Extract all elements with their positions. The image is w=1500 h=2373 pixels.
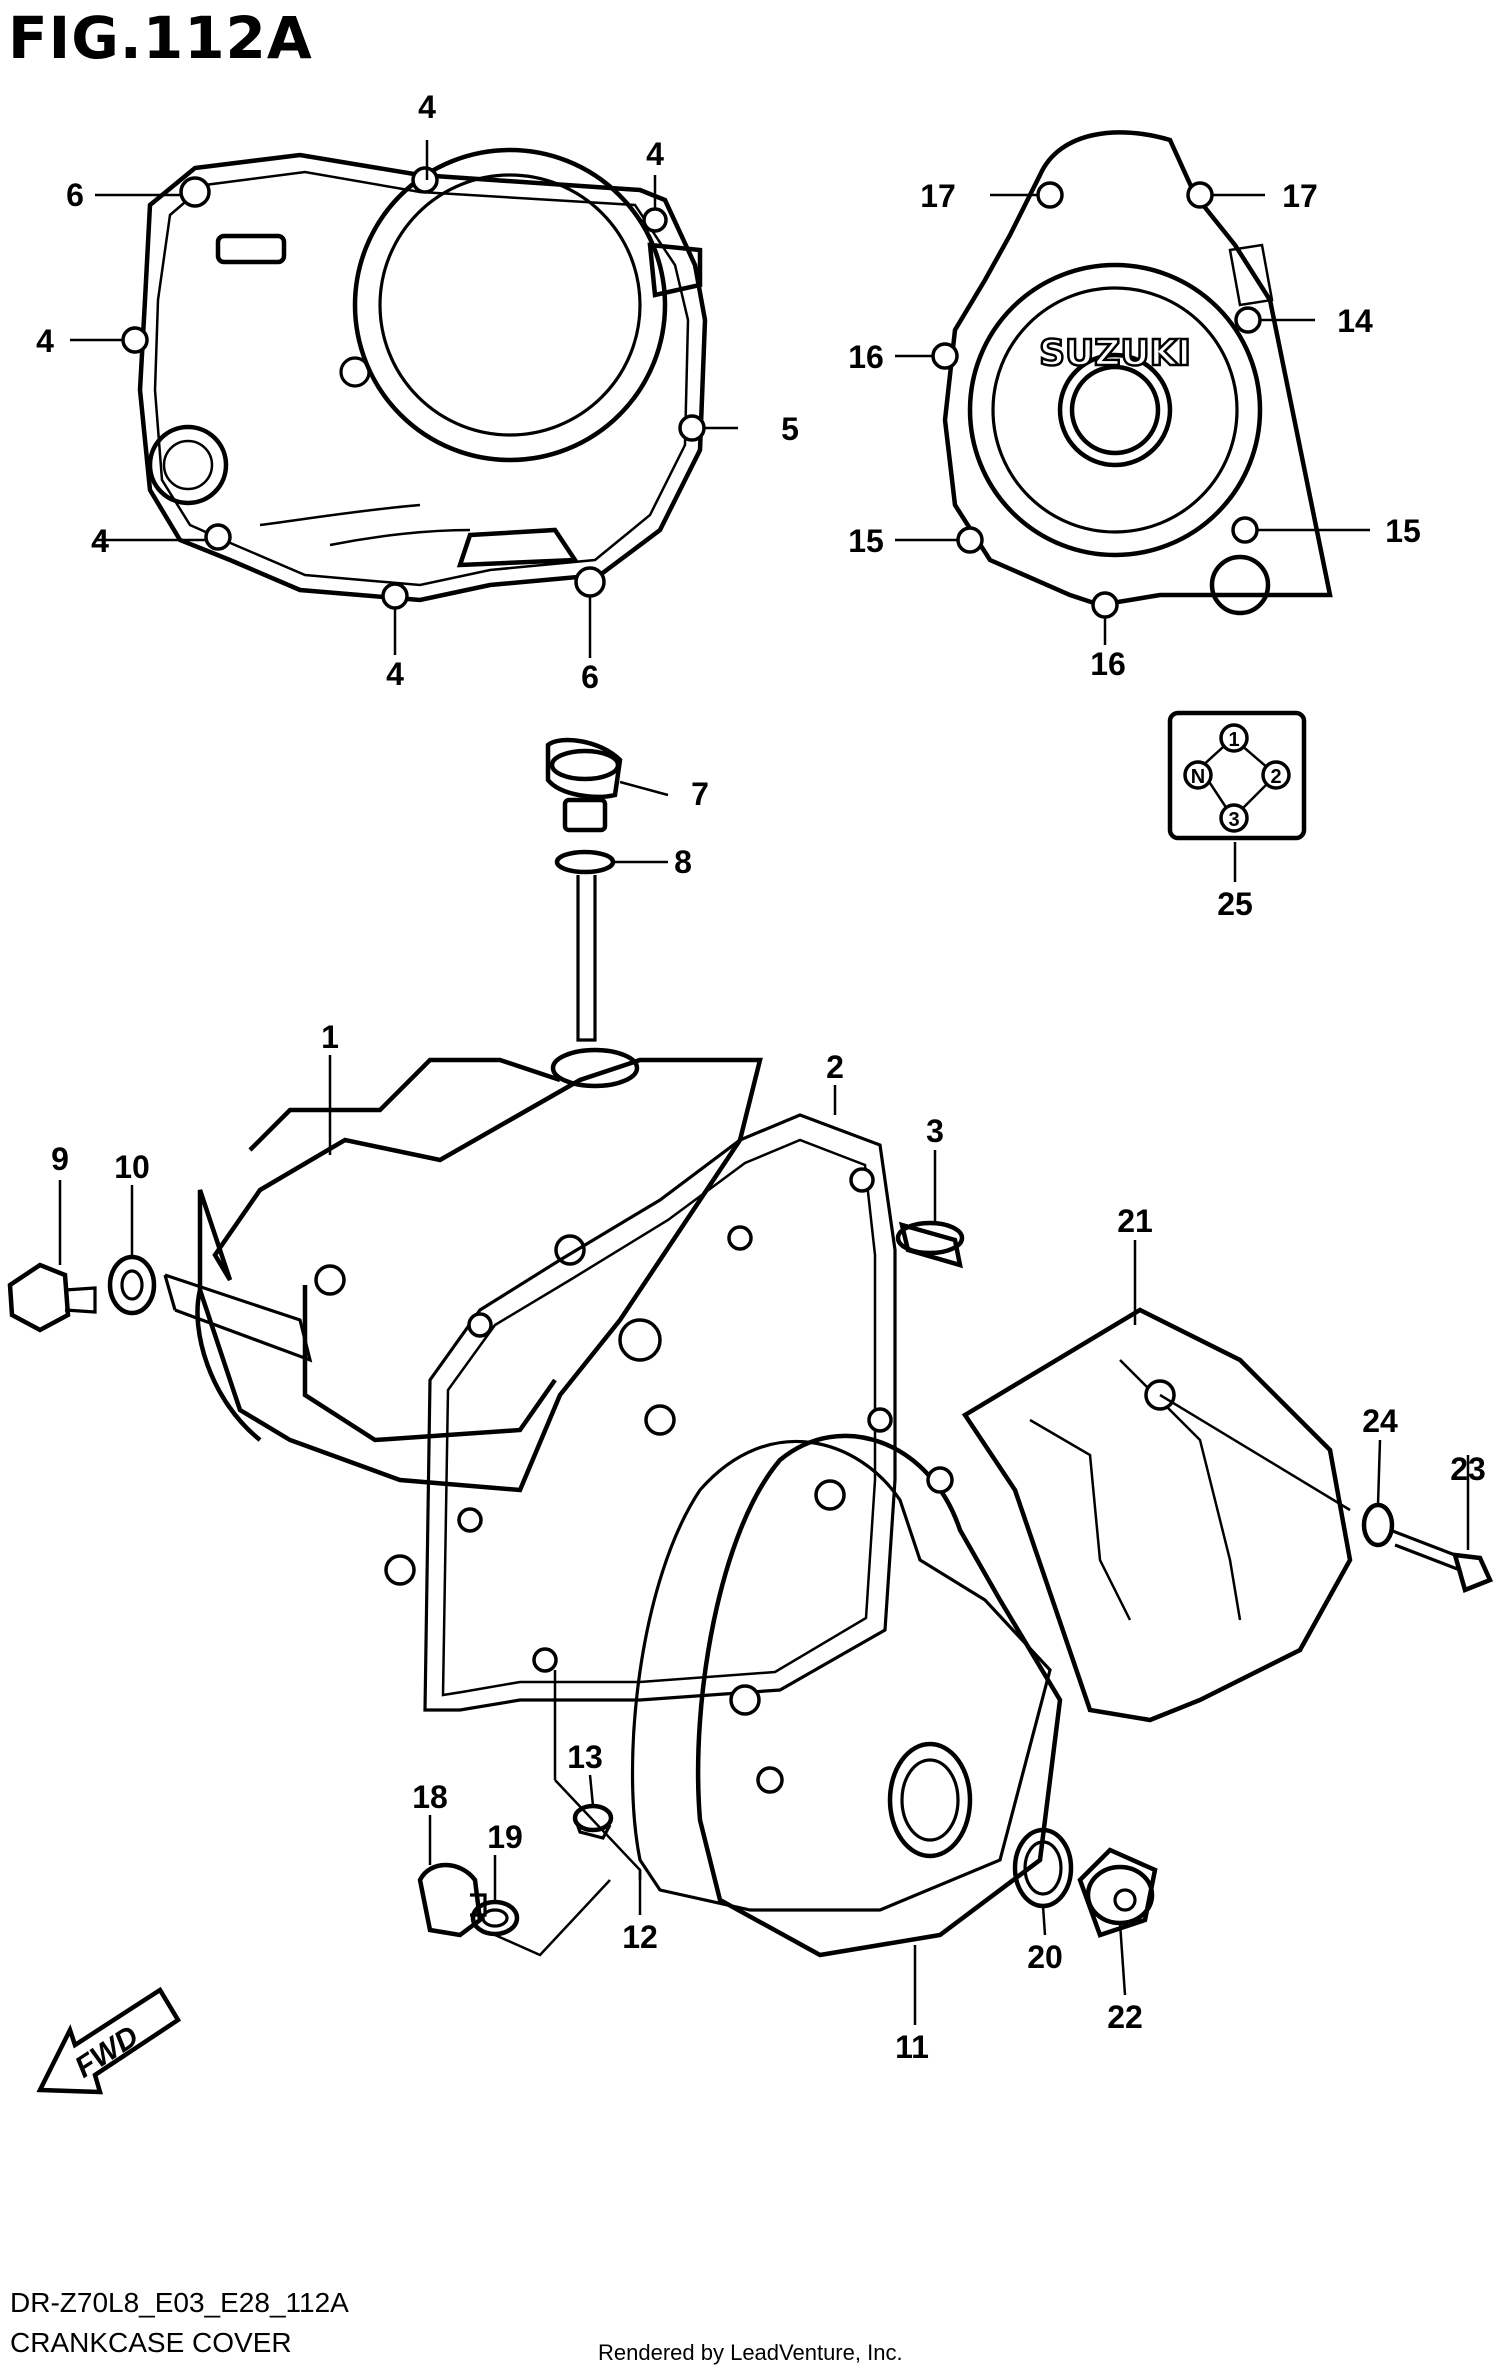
- callout-1: 1: [321, 1019, 339, 1055]
- callout-7: 7: [691, 776, 709, 812]
- callout-5: 5: [781, 411, 799, 447]
- callout-14: 14: [1337, 303, 1373, 339]
- callout-12: 12: [622, 1919, 658, 1955]
- bolt-holes: [121, 166, 706, 610]
- leader-lines: [58, 140, 1470, 2025]
- callout-16-bottom: 16: [1090, 646, 1126, 682]
- magneto-cover-view: SUZUKI: [931, 130, 1333, 619]
- figure-code: DR-Z70L8_E03_E28_112A: [10, 2287, 349, 2318]
- callout-3: 3: [926, 1113, 944, 1149]
- callout-19: 19: [487, 1819, 523, 1855]
- oring-and-cap: [1012, 1827, 1158, 1938]
- dowel-pin: [895, 1220, 965, 1269]
- callout-13: 13: [567, 1739, 603, 1775]
- figure-name: CRANKCASE COVER: [10, 2327, 292, 2358]
- callout-15-right: 15: [1385, 513, 1421, 549]
- gear-pos-n: N: [1191, 766, 1205, 788]
- gear-pos-1: 1: [1228, 729, 1239, 751]
- callout-4-bottom: 4: [386, 656, 404, 692]
- drain-bolt: [7, 1254, 157, 1333]
- callout-17-right: 17: [1282, 178, 1318, 214]
- gear-pos-3: 3: [1228, 809, 1239, 831]
- callout-18: 18: [412, 1779, 448, 1815]
- figure-title: FIG.112A: [8, 4, 313, 72]
- callout-22: 21: [1117, 1203, 1153, 1239]
- plug-and-oring: [417, 1862, 611, 1957]
- fwd-arrow: FWD: [36, 1986, 182, 2095]
- sprocket-cover: [961, 1307, 1494, 1723]
- callout-15-left: 15: [848, 523, 884, 559]
- callout-17-left: 17: [920, 178, 956, 214]
- render-credit: Rendered by LeadVenture, Inc.: [598, 2340, 903, 2365]
- callout-labels: 4 4 6 4 5 4 4 6 17 17 14 16 15 15 16 25 …: [36, 89, 1486, 2065]
- callout-23: 23: [1450, 1451, 1486, 1487]
- callout-4-top-right: 4: [646, 136, 664, 172]
- fwd-text: FWD: [69, 2020, 144, 2085]
- callout-4-top: 4: [418, 89, 436, 125]
- callout-16-left: 16: [848, 339, 884, 375]
- callout-4-bottom-left: 4: [91, 523, 109, 559]
- magneto-gasket-and-cover: [553, 1433, 1063, 1958]
- gasket: [423, 1113, 897, 1712]
- crankcase-cover-main: [163, 1047, 763, 1586]
- oil-filler-cap: [545, 737, 623, 1042]
- gear-pos-2: 2: [1270, 766, 1281, 788]
- callout-10: 10: [114, 1149, 150, 1185]
- callout-4-left: 4: [36, 323, 54, 359]
- callout-20: 22: [1107, 1999, 1143, 2035]
- callout-8: 8: [674, 844, 692, 880]
- callout-11: 11: [895, 2029, 929, 2065]
- callout-6-bottom: 6: [581, 659, 599, 695]
- callout-21: 20: [1027, 1939, 1063, 1975]
- clutch-cover-view: [121, 147, 708, 610]
- callout-6-top: 6: [66, 177, 84, 213]
- callout-24: 24: [1362, 1403, 1398, 1439]
- callout-2: 2: [826, 1049, 844, 1085]
- callout-9: 9: [51, 1141, 69, 1177]
- gear-indicator-box: 1 N 2 3: [1167, 710, 1307, 841]
- suzuki-logo-text: SUZUKI: [1039, 333, 1191, 374]
- callout-25: 25: [1217, 886, 1253, 922]
